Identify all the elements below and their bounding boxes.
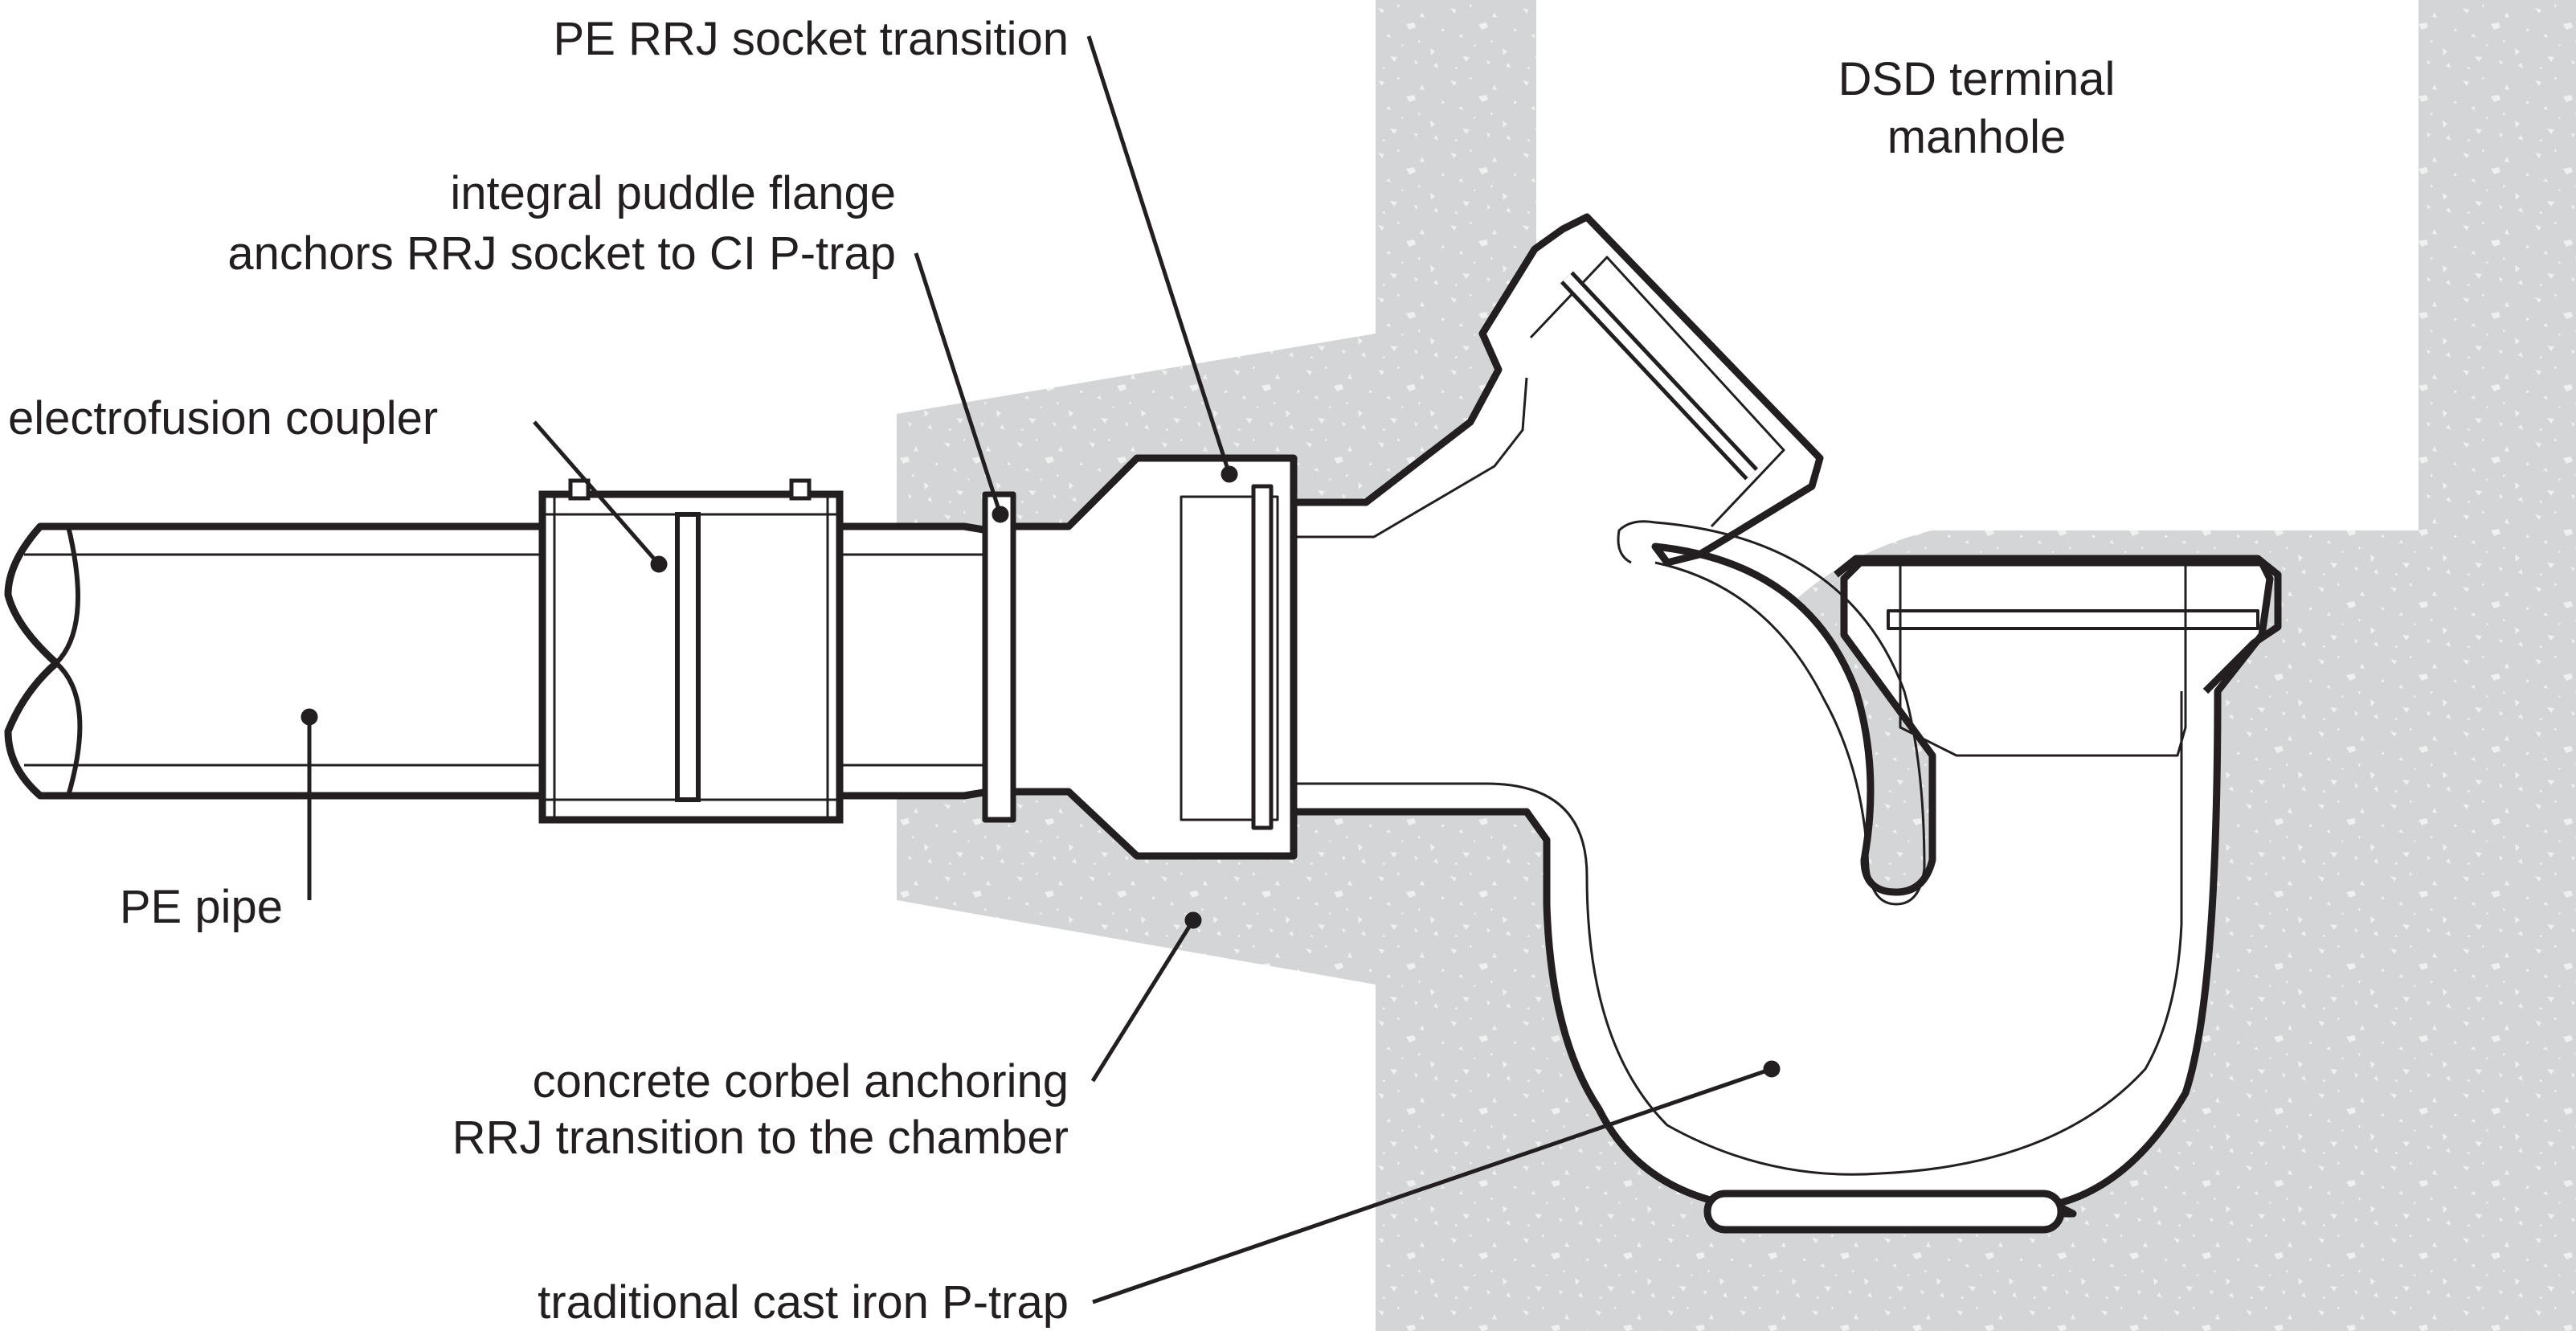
label-manhole-line1: DSD terminal [1838,53,2116,105]
label-rrj-socket: PE RRJ socket transition [554,13,1069,65]
label-manhole-line2: manhole [1887,111,2066,163]
electrofusion-coupler [538,478,844,824]
label-corbel-line2: RRJ transition to the chamber [452,1112,1069,1164]
label-corbel-line1: concrete corbel anchoring [533,1055,1069,1108]
rrj-socket-transition [982,454,1298,860]
puddle-flange [982,491,1016,823]
label-coupler: electrofusion coupler [8,392,438,444]
label-ptrap: traditional cast iron P-trap [538,1276,1069,1329]
label-flange-line1: integral puddle flange [450,167,896,219]
ptrap-body [1266,213,2282,1234]
label-flange-line2: anchors RRJ socket to CI P-trap [227,227,896,280]
label-pe-pipe: PE pipe [120,881,283,933]
leaders [301,35,1781,1304]
labels: PE RRJ socket transition DSD terminal ma… [8,13,2115,1329]
